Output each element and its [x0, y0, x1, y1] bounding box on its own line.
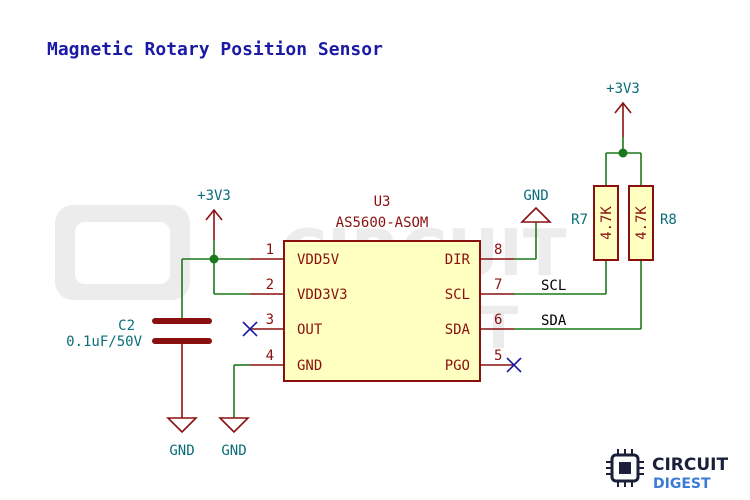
gnd-label-dir: GND [523, 188, 548, 204]
logo-line2: DIGEST [653, 476, 711, 492]
pin-2-name: VDD3V3 [297, 287, 348, 303]
resistor-r8-ref: R8 [660, 212, 677, 228]
gnd-label-cap: GND [169, 443, 194, 459]
pin-6-number: 6 [494, 312, 502, 328]
capacitor-value: 0.1uF/50V [66, 334, 142, 350]
pin-5-number: 5 [494, 348, 502, 364]
pin-8-number: 8 [494, 242, 502, 258]
i2c-nets: SCL SDA [514, 260, 642, 330]
ground-symbol-dir: GND [514, 188, 552, 260]
vdd-wiring [181, 240, 250, 320]
junction-dot [618, 148, 628, 158]
ic-body [283, 240, 481, 382]
brand-logo: CIRCUIT DIGEST [606, 449, 728, 492]
gnd-label-pin4: GND [221, 443, 246, 459]
pullup-wiring [605, 137, 642, 186]
pin-7-number: 7 [494, 277, 502, 293]
power-3v3-right: +3V3 [606, 81, 640, 137]
schematic-title: Magnetic Rotary Position Sensor [47, 39, 383, 60]
resistor-r7-ref: R7 [571, 212, 588, 228]
pin-1-number: 1 [266, 242, 274, 258]
pin-7-name: SCL [445, 287, 470, 303]
power-3v3-right-label: +3V3 [606, 81, 640, 97]
pin-3-number: 3 [266, 312, 274, 328]
ground-symbol-cap: GND [166, 417, 198, 459]
resistor-r8: 4.7K R8 [628, 185, 677, 261]
power-3v3-left: +3V3 [197, 188, 231, 240]
resistor-r8-value: 4.7K [634, 206, 650, 240]
pin-3-name: OUT [297, 322, 323, 338]
no-connect-out [242, 321, 258, 337]
capacitor-c2: C2 0.1uF/50V [66, 318, 212, 418]
net-label-sda: SDA [541, 313, 567, 329]
net-label-scl: SCL [541, 278, 566, 294]
pin-8-name: DIR [445, 252, 471, 268]
ic-right-pins: 8 7 6 5 DIR SCL SDA PGO [445, 242, 514, 374]
ic-ref: U3 [374, 194, 391, 210]
pin-4-name: GND [297, 358, 322, 374]
junction-dot [209, 254, 219, 264]
pin-4-number: 4 [266, 348, 274, 364]
pin-6-name: SDA [445, 322, 471, 338]
capacitor-ref: C2 [118, 318, 135, 334]
pin-1-name: VDD5V [297, 252, 340, 268]
pin-2-number: 2 [266, 277, 274, 293]
pin-5-name: PGO [445, 358, 470, 374]
no-connect-pgo [506, 357, 522, 373]
resistor-r7: 4.7K R7 [571, 185, 619, 261]
ic-part: AS5600-ASOM [336, 215, 429, 231]
power-3v3-left-label: +3V3 [197, 188, 231, 204]
ground-symbol-pin4: GND [218, 364, 250, 459]
resistor-r7-value: 4.7K [599, 206, 615, 240]
logo-line1: CIRCUIT [652, 455, 728, 475]
ic-left-pins: 1 2 3 4 VDD5V VDD3V3 OUT GND [250, 242, 348, 374]
